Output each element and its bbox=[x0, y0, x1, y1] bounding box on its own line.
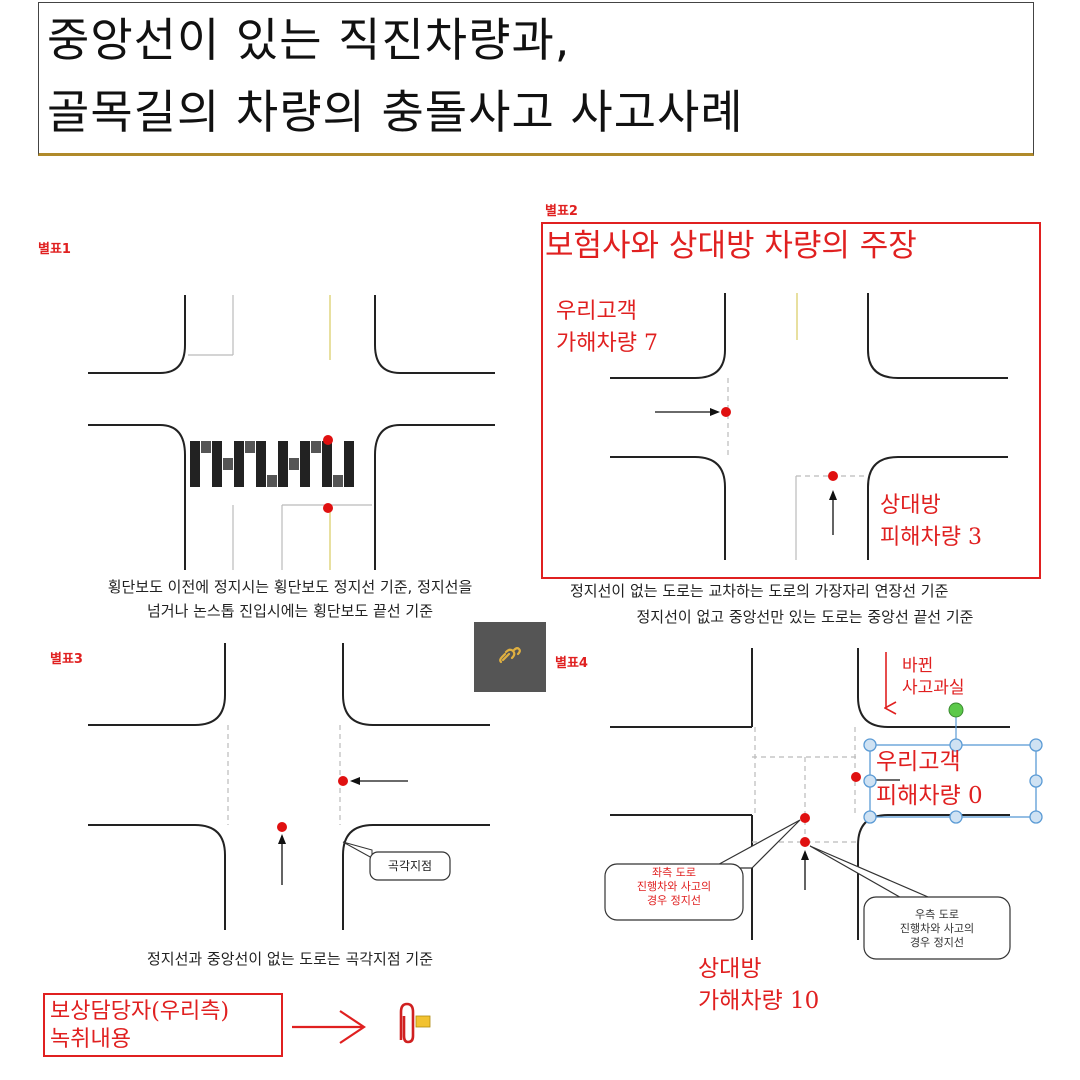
panel4-theirs-line2: 가해차량 10 bbox=[698, 988, 820, 1014]
panel3-dot-right bbox=[338, 776, 348, 786]
callout-right-box bbox=[863, 896, 1011, 960]
footer-recording-box bbox=[43, 993, 283, 1057]
panel2-ours-line2: 가해차량 7 bbox=[556, 331, 658, 356]
panel3-intersection bbox=[88, 643, 490, 930]
panel4-intersection bbox=[610, 648, 1010, 940]
panel4-left-callout-2: 진행차와 사고의 bbox=[636, 880, 712, 893]
selection-frame bbox=[863, 702, 1043, 824]
footer-box-line2: 녹취내용 bbox=[50, 1027, 131, 1052]
callout-left-box bbox=[604, 863, 744, 921]
panel4-label: 별표4 bbox=[555, 656, 588, 671]
title-line-2: 골목길의 차량의 충돌사고 사고사례 bbox=[47, 85, 744, 139]
panel2-theirs-line1: 상대방 bbox=[880, 493, 941, 518]
panel4-right-callout-2: 진행차와 사고의 bbox=[899, 922, 975, 935]
panel3-callout-text: 곡각지점 bbox=[387, 859, 433, 873]
panel1-lanes bbox=[188, 295, 372, 570]
panel2-header: 보험사와 상대방 차량의 주장 bbox=[545, 228, 917, 264]
panel4-dot-mid bbox=[800, 813, 810, 823]
panel4-changed-line2: 사고과실 bbox=[902, 678, 965, 698]
panel1-caption-2: 넘거나 논스톱 진입시에는 횡단보도 끝선 기준 bbox=[146, 602, 434, 620]
panel1-caption-1: 횡단보도 이전에 정지시는 횡단보도 정지선 기준, 정지선을 bbox=[107, 578, 473, 596]
panel3-label: 별표3 bbox=[50, 652, 83, 667]
panel4-dot-right bbox=[851, 772, 861, 782]
panel2-caption-1: 정지선이 없는 도로는 교차하는 도로의 가장자리 연장선 기준 bbox=[570, 582, 949, 600]
panel2-dot-left bbox=[721, 407, 731, 417]
panel1-dot-top bbox=[323, 435, 333, 445]
panel4-changed-line1: 바뀐 bbox=[902, 656, 934, 676]
panel4-right-callout-1: 우측 도로 bbox=[915, 908, 959, 921]
panel4-ours-line2: 피해차량 0 bbox=[876, 783, 983, 809]
panel4-theirs-line1: 상대방 bbox=[698, 956, 762, 982]
panel3-caption: 정지선과 중앙선이 없는 도로는 곡각지점 기준 bbox=[146, 950, 434, 968]
panel1-intersection bbox=[88, 295, 495, 570]
panel2-intersection bbox=[610, 293, 1008, 560]
panel2-dot-bottom bbox=[828, 471, 838, 481]
panel4-ours-line1: 우리고객 bbox=[876, 749, 961, 775]
panel4-dot-bottom bbox=[800, 837, 810, 847]
paperclip-icon[interactable] bbox=[399, 1002, 431, 1044]
footer-box-line1: 보상담당자(우리측) bbox=[50, 999, 230, 1024]
panel1-label: 별표1 bbox=[38, 242, 71, 257]
panel2-claim-box bbox=[541, 222, 1041, 579]
panel4-left-callout-1: 좌측 도로 bbox=[652, 866, 696, 879]
panel4-left-callout-3: 경우 정지선 bbox=[646, 894, 702, 907]
callout-corner-box bbox=[369, 851, 451, 881]
link-icon bbox=[495, 640, 525, 674]
panel4-right-callout-3: 경우 정지선 bbox=[909, 936, 965, 949]
panel2-ours-line1: 우리고객 bbox=[556, 299, 637, 324]
panel2-theirs-line2: 피해차량 3 bbox=[880, 525, 982, 550]
panel2-caption-2: 정지선이 없고 중앙선만 있는 도로는 중앙선 끝선 기준 bbox=[636, 608, 974, 626]
link-button[interactable] bbox=[474, 622, 546, 692]
panel2-label: 별표2 bbox=[545, 204, 578, 219]
title-box: 중앙선이 있는 직진차량과, 골목길의 차량의 충돌사고 사고사례 bbox=[38, 2, 1034, 156]
panel1-dot-bottom bbox=[323, 503, 333, 513]
footer-arrow bbox=[292, 1010, 366, 1044]
panel3-dot-bottom bbox=[277, 822, 287, 832]
title-line-1: 중앙선이 있는 직진차량과, bbox=[47, 13, 571, 67]
crosswalk bbox=[190, 441, 354, 487]
